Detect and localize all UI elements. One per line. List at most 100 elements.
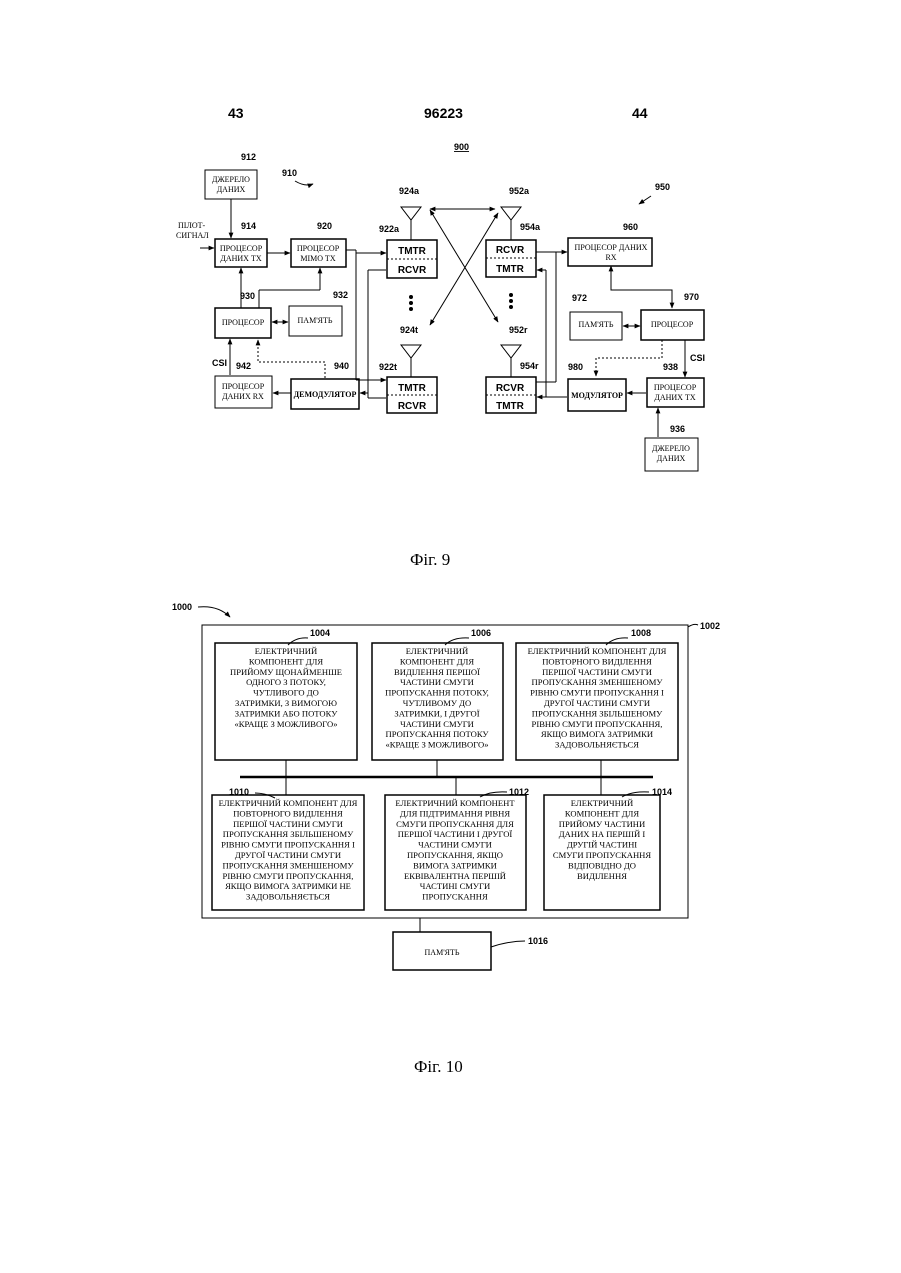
- data-source-rx-line1: ДЖЕРЕЛО: [652, 444, 690, 453]
- b1006-line: ЧАСТИНИ СМУГИ: [400, 677, 474, 687]
- component-1014-text: ЕЛЕКТРИЧНИЙКОМПОНЕНТ ДЛЯПРИЙОМУ ЧАСТИНИД…: [553, 798, 651, 881]
- b1014-line: ЕЛЕКТРИЧНИЙ: [571, 798, 633, 808]
- ref-920: 920: [317, 221, 332, 231]
- b1012-line: ДЛЯ ПІДТРИМАННЯ РІВНЯ: [400, 808, 510, 818]
- b1012-line: ВИМОГА ЗАТРИМКИ: [413, 860, 497, 870]
- data-source-tx-line1: ДЖЕРЕЛО: [212, 175, 250, 184]
- b1006-line: ЕЛЕКТРИЧНИЙ: [406, 646, 468, 656]
- b1010-line: ПРОПУСКАННЯ ЗБІЛЬШЕНОМУ: [223, 829, 354, 839]
- fig10-ref-1000: 1000: [172, 602, 192, 612]
- antenna-924t-icon: [401, 345, 421, 358]
- component-1012-text: ЕЛЕКТРИЧНИЙ КОМПОНЕНТДЛЯ ПІДТРИМАННЯ РІВ…: [395, 798, 515, 902]
- demodulator-label: ДЕМОДУЛЯТОР: [294, 390, 357, 399]
- ref-1010: 1010: [229, 787, 249, 797]
- figure-9: 900 910 950 912 ДЖЕРЕЛО ДАНИХ ПІЛОТ- СИГ…: [176, 142, 705, 569]
- b1008-line: ПРОПУСКАННЯ ЗМЕНШЕНОМУ: [531, 677, 663, 687]
- ref-940: 940: [334, 361, 349, 371]
- ref-924a: 924a: [399, 186, 420, 196]
- mimo-processor-line1: ПРОЦЕСОР: [297, 244, 340, 253]
- b1004-line: «КРАЩЕ З МОЖЛИВОГО»: [235, 719, 338, 729]
- processor-tx-label: ПРОЦЕСОР: [222, 318, 265, 327]
- b1004-line: ЗАТРИМКИ АБО ПОТОКУ: [235, 708, 338, 718]
- ref-910: 910: [282, 168, 297, 178]
- transceiver-922t-bottom: RCVR: [398, 401, 427, 412]
- rx-data-processor-line2: RX: [605, 253, 616, 262]
- csi-right-label: CSI: [690, 353, 705, 363]
- memory-rx-label: ПАМ'ЯТЬ: [579, 320, 614, 329]
- processor-rx-label: ПРОЦЕСОР: [651, 320, 694, 329]
- transceiver-922a-top: TMTR: [398, 246, 427, 257]
- component-1006-text: ЕЛЕКТРИЧНИЙКОМПОНЕНТ ДЛЯВИДІЛЕННЯ ПЕРШОЇ…: [385, 646, 489, 750]
- b1012-line: ЕЛЕКТРИЧНИЙ КОМПОНЕНТ: [395, 798, 515, 808]
- transceiver-922t-top: TMTR: [398, 383, 427, 394]
- b1010-line: ПОВТОРНОГО ВИДІЛЕННЯ: [233, 808, 343, 818]
- b1006-line: ЧУТЛИВОМУ ДО: [403, 698, 471, 708]
- tx-data-processor-rx-side-line1: ПРОЦЕСОР: [654, 383, 697, 392]
- ref-952a: 952a: [509, 186, 530, 196]
- ref-950: 950: [655, 182, 670, 192]
- b1010-line: ПЕРШОЇ ЧАСТИНИ СМУГИ: [233, 819, 343, 829]
- b1014-line: СМУГИ ПРОПУСКАННЯ: [553, 850, 651, 860]
- b1004-line: ПРИЙОМУ ЩОНАЙМЕНШЕ: [230, 667, 342, 677]
- b1012-line: СМУГИ ПРОПУСКАННЯ ДЛЯ: [396, 819, 514, 829]
- b1008-line: РІВНЮ СМУГИ ПРОПУСКАННЯ І: [530, 688, 664, 698]
- tx-data-processor-rx-side-line2: ДАНИХ TX: [654, 393, 695, 402]
- memory-tx-label: ПАМ'ЯТЬ: [298, 316, 333, 325]
- component-1004-text: ЕЛЕКТРИЧНИЙКОМПОНЕНТ ДЛЯПРИЙОМУ ЩОНАЙМЕН…: [230, 646, 342, 729]
- b1006-line: КОМПОНЕНТ ДЛЯ: [400, 656, 475, 666]
- transceiver-954a-bottom: TMTR: [496, 264, 525, 275]
- component-1008-text: ЕЛЕКТРИЧНИЙ КОМПОНЕНТ ДЛЯПОВТОРНОГО ВИДІ…: [528, 646, 667, 750]
- ref-1006: 1006: [471, 628, 491, 638]
- antenna-952a-icon: [501, 207, 521, 220]
- transceiver-922a-bottom: RCVR: [398, 265, 427, 276]
- b1006-line: ЧАСТИНИ СМУГИ: [400, 719, 474, 729]
- mimo-processor-line2: MIMO TX: [300, 254, 335, 263]
- fig9-ref-900: 900: [454, 142, 469, 152]
- ref-970: 970: [684, 292, 699, 302]
- ref-1012: 1012: [509, 787, 529, 797]
- ref-980: 980: [568, 362, 583, 372]
- modulator-label: МОДУЛЯТОР: [571, 391, 623, 400]
- csi-left-label: CSI: [212, 358, 227, 368]
- transceiver-954a-top: RCVR: [496, 245, 525, 256]
- b1004-line: ЕЛЕКТРИЧНИЙ: [255, 646, 317, 656]
- ref-1002: 1002: [700, 621, 720, 631]
- b1010-line: ДРУГОЇ ЧАСТИНИ СМУГИ: [235, 850, 341, 860]
- b1004-line: КОМПОНЕНТ ДЛЯ: [249, 656, 324, 666]
- b1012-line: ПРОПУСКАННЯ: [422, 892, 488, 902]
- b1006-line: ПРОПУСКАННЯ ПОТОКУ: [386, 729, 490, 739]
- ref-922t: 922t: [379, 362, 397, 372]
- ref-954a: 954a: [520, 222, 541, 232]
- b1010-line: ЗАДОВОЛЬНЯЄТЬСЯ: [246, 892, 330, 902]
- b1008-line: РІВНЮ СМУГИ ПРОПУСКАННЯ,: [532, 719, 663, 729]
- rx-data-processor-tx-side-line2: ДАНИХ RX: [222, 392, 264, 401]
- ref-930: 930: [240, 291, 255, 301]
- b1008-line: ДРУГОЇ ЧАСТИНИ СМУГИ: [544, 698, 650, 708]
- b1006-line: ПРОПУСКАННЯ ПОТОКУ,: [385, 688, 489, 698]
- b1012-line: ПЕРШОЇ ЧАСТИНИ І ДРУГОЇ: [398, 829, 513, 839]
- transceiver-954r-top: RCVR: [496, 383, 525, 394]
- ref-960: 960: [623, 222, 638, 232]
- ref-924t: 924t: [400, 325, 418, 335]
- ref-1004: 1004: [310, 628, 330, 638]
- ref-1008: 1008: [631, 628, 651, 638]
- b1014-line: ДАНИХ НА ПЕРШІЙ І: [559, 829, 646, 839]
- ref-936: 936: [670, 424, 685, 434]
- antenna-924a-icon: [401, 207, 421, 220]
- rx-data-processor-tx-side-line1: ПРОЦЕСОР: [222, 382, 265, 391]
- b1010-line: ЯКЩО ВИМОГА ЗАТРИМКИ НЕ: [225, 881, 351, 891]
- fig10-caption: Фіг. 10: [414, 1057, 463, 1076]
- fig9-caption: Фіг. 9: [410, 550, 450, 569]
- tx-data-processor-line2: ДАНИХ TX: [220, 254, 261, 263]
- b1008-line: ПЕРШОЇ ЧАСТИНИ СМУГИ: [542, 667, 652, 677]
- b1004-line: ЗАТРИМКИ, З ВИМОГОЮ: [235, 698, 337, 708]
- b1014-line: ВІДПОВІДНО ДО: [568, 860, 636, 870]
- b1012-line: ЧАСТИНИ СМУГИ: [418, 840, 492, 850]
- ref-952r: 952r: [509, 325, 528, 335]
- figure-10: 1000 1002 1004 ЕЛЕКТРИЧНИЙКОМПОНЕНТ ДЛЯП…: [172, 602, 720, 1076]
- b1008-line: ПОВТОРНОГО ВИДІЛЕННЯ: [542, 656, 652, 666]
- b1014-line: КОМПОНЕНТ ДЛЯ: [565, 808, 640, 818]
- pilot-label-line1: ПІЛОТ-: [178, 221, 206, 230]
- ref-938: 938: [663, 362, 678, 372]
